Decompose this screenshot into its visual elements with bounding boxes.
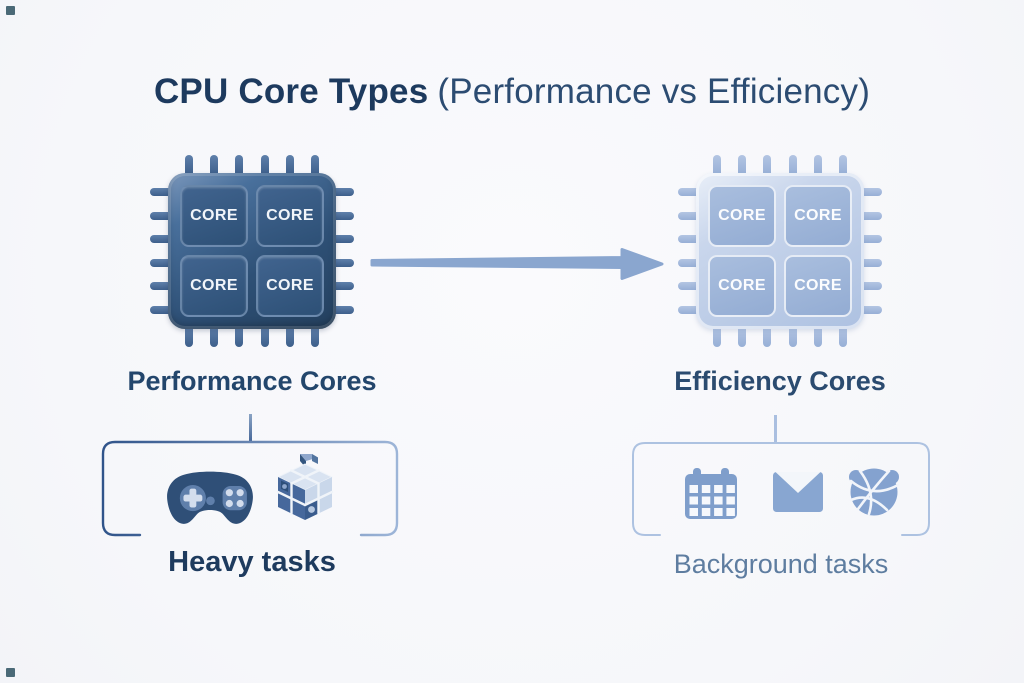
3d-blocks-cube-icon: [276, 454, 334, 520]
core-tile: CORE: [256, 255, 324, 317]
chip-body: CORE CORE CORE CORE: [696, 173, 864, 329]
core-grid: CORE CORE CORE CORE: [180, 185, 324, 317]
chip-pins-right: [334, 173, 354, 329]
core-grid: CORE CORE CORE CORE: [708, 185, 852, 317]
page-title: CPU Core Types(Performance vs Efficiency…: [0, 72, 1024, 112]
title-main: CPU Core Types: [153, 72, 429, 111]
performance-cores-label: Performance Cores: [127, 366, 377, 396]
efficiency-cpu-chip: CORE CORE CORE CORE: [678, 155, 882, 347]
chip-pins-top: [696, 155, 864, 175]
title-sub: (Performance vs Efficiency): [437, 72, 871, 111]
connector-line: [249, 414, 252, 441]
performance-cpu-chip: CORE CORE CORE CORE: [150, 155, 354, 347]
chip-pins-bottom: [696, 327, 864, 347]
core-tile: CORE: [708, 255, 776, 317]
core-tile: CORE: [708, 185, 776, 247]
chip-pins-left: [150, 173, 170, 329]
core-tile: CORE: [784, 185, 852, 247]
corner-artifact: [6, 668, 15, 677]
corner-artifact: [6, 6, 15, 15]
efficiency-cores-label: Efficiency Cores: [674, 366, 886, 396]
chip-pins-bottom: [168, 327, 336, 347]
heavy-tasks-label: Heavy tasks: [168, 546, 336, 578]
calendar-icon: [685, 468, 737, 519]
core-tile: CORE: [784, 255, 852, 317]
chip-pins-left: [678, 173, 698, 329]
core-tile: CORE: [180, 255, 248, 317]
background-tasks-bracket: [632, 442, 930, 536]
core-tile: CORE: [180, 185, 248, 247]
mail-envelope-icon: [773, 472, 823, 512]
heavy-tasks-bracket: [101, 440, 399, 537]
right-arrow-icon: [370, 248, 664, 280]
chip-pins-top: [168, 155, 336, 175]
core-tile: CORE: [256, 185, 324, 247]
network-globe-icon: [849, 468, 900, 516]
background-tasks-label: Background tasks: [673, 549, 889, 579]
connector-line: [774, 415, 777, 442]
chip-body: CORE CORE CORE CORE: [168, 173, 336, 329]
gamepad-icon: [167, 471, 253, 524]
chip-pins-right: [862, 173, 882, 329]
